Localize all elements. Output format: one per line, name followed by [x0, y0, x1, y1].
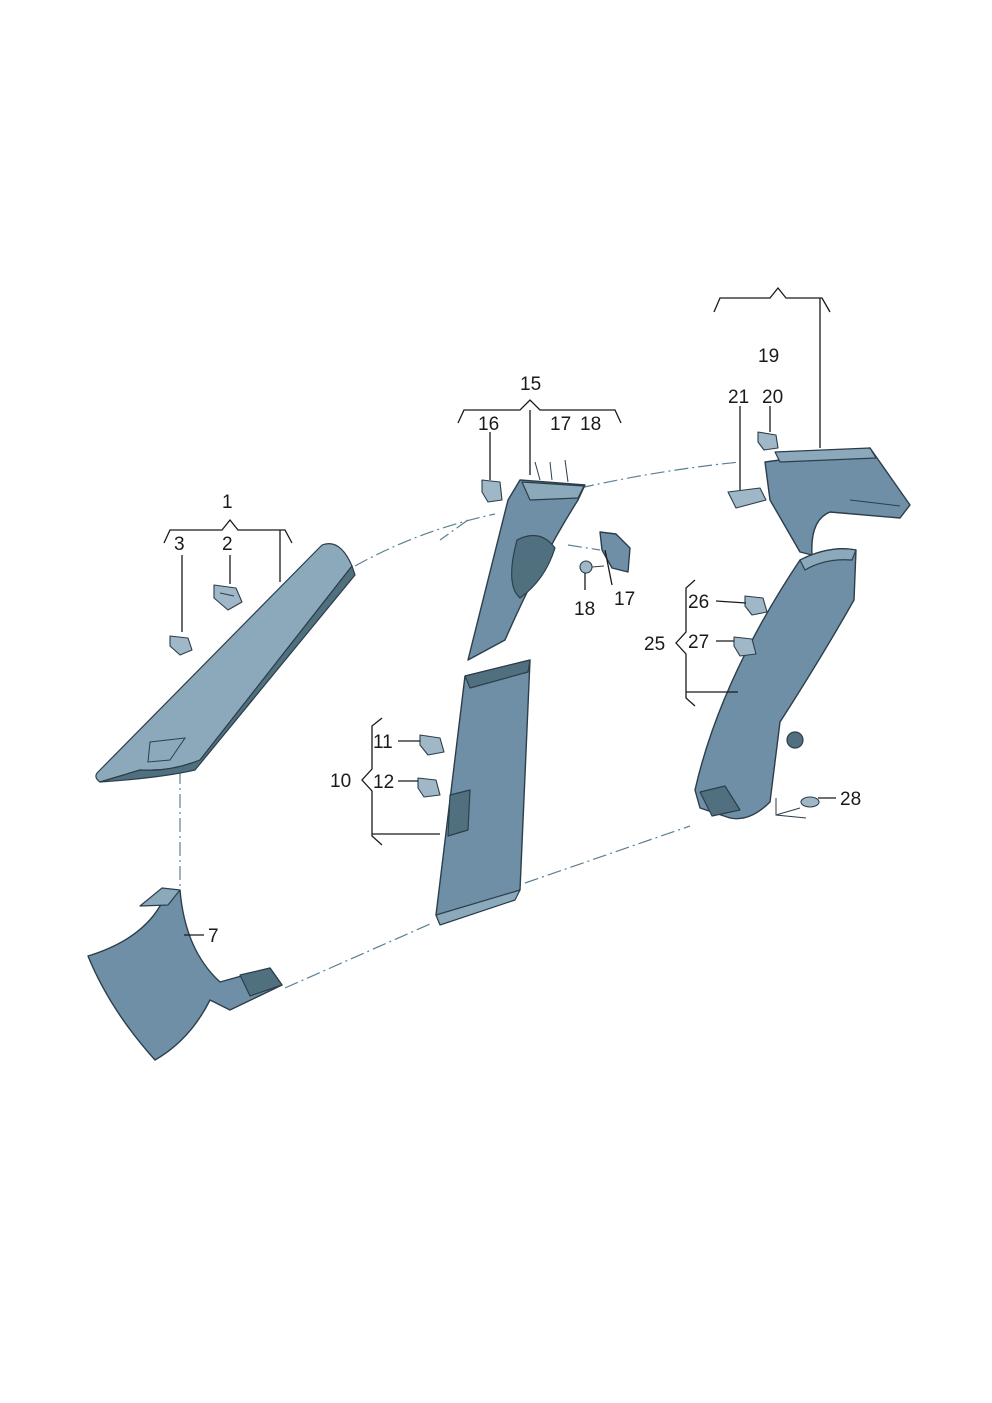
callout-15: 15	[520, 374, 541, 395]
part-16-clip	[481, 479, 503, 503]
assembly-outline	[179, 461, 741, 989]
callout-18-bottom: 18	[574, 599, 595, 620]
part-11-clip	[419, 734, 445, 756]
part-3-clip	[169, 635, 193, 656]
part-12-clip	[417, 777, 441, 798]
callout-17-top: 17	[550, 414, 571, 435]
callout-28: 28	[840, 789, 861, 810]
part-20-clip	[757, 431, 779, 451]
part-26-clip	[744, 595, 768, 616]
callout-2: 2	[222, 534, 233, 555]
callout-7: 7	[208, 926, 219, 947]
callout-21: 21	[728, 387, 749, 408]
callout-25: 25	[644, 634, 665, 655]
part-a-pillar-trim	[95, 543, 356, 783]
part-7-sill-trim	[87, 887, 283, 1061]
callout-12: 12	[373, 772, 394, 793]
part-27-clip	[733, 636, 757, 657]
callout-18-top: 18	[580, 414, 601, 435]
callout-11: 11	[373, 732, 393, 753]
callout-19: 19	[758, 346, 779, 367]
part-17-bracket	[599, 531, 631, 573]
leader-lines	[163, 286, 836, 936]
callout-10: 10	[330, 771, 351, 792]
part-c-pillar-upper	[764, 447, 911, 556]
callout-17-bottom: 17	[614, 589, 635, 610]
callout-16: 16	[478, 414, 499, 435]
part-c-pillar-lower	[694, 548, 857, 820]
callout-27: 27	[688, 632, 709, 653]
callout-3: 3	[174, 534, 185, 555]
callout-26: 26	[688, 592, 709, 613]
part-18-screw	[579, 560, 605, 574]
callout-20: 20	[762, 387, 783, 408]
callout-labels: 1 3 2 15 16 17 18 18 17 19 21 20 26 25 2…	[174, 346, 861, 947]
part-b-pillar-upper	[467, 459, 586, 661]
part-2-clip	[213, 584, 243, 611]
part-28-fastener	[775, 796, 820, 819]
part-21-clip	[727, 487, 767, 509]
part-b-pillar-lower	[435, 659, 531, 926]
callout-1: 1	[222, 492, 233, 513]
